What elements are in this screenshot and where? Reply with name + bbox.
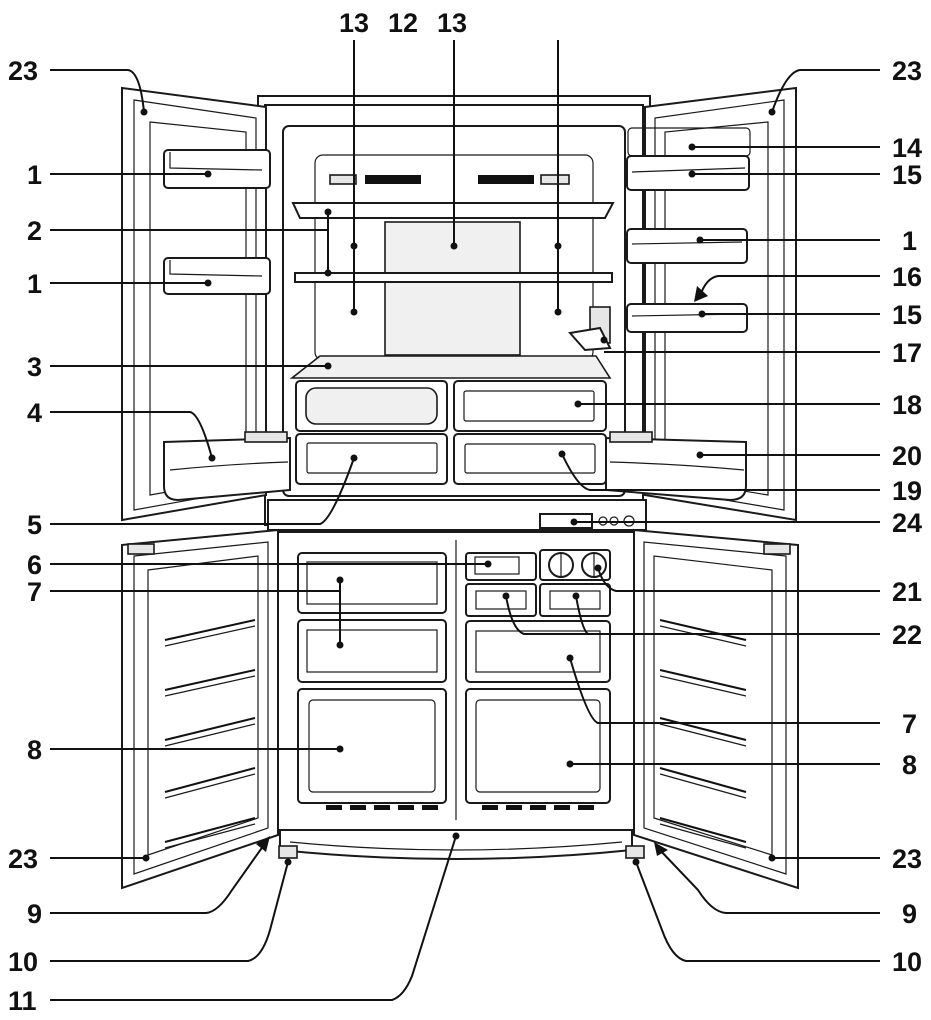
- callout-2: 2: [27, 216, 42, 246]
- callout-3: 3: [27, 352, 42, 382]
- callout-23-top-left: 23: [8, 56, 38, 86]
- left-door-bin-2: [163, 257, 271, 295]
- callout-15-top: 15: [892, 160, 922, 190]
- callout-1-left-bottom: 1: [27, 269, 42, 299]
- drawer-lower-right: [453, 433, 607, 485]
- callout-16: 16: [892, 262, 922, 292]
- freezer-right-bin: [465, 688, 611, 804]
- callout-19: 19: [892, 476, 922, 506]
- foot-right: [625, 845, 645, 859]
- drawer-upper-right: [453, 380, 607, 432]
- center-column: [384, 221, 521, 356]
- callout-10-left: 10: [8, 947, 38, 977]
- foot-left: [278, 845, 298, 859]
- callout-4: 4: [27, 398, 42, 428]
- callout-5: 5: [27, 510, 42, 540]
- freezer-left-drawer-2-window: [306, 629, 438, 673]
- freezer-left-drawer-2: [297, 619, 447, 683]
- ice-bin-window: [474, 556, 520, 575]
- callout-7-right: 7: [902, 709, 917, 739]
- right-door-bin-large: [605, 436, 747, 502]
- freezer-right-drawer: [465, 620, 611, 683]
- leader-dots: [140, 108, 776, 866]
- freezer-right-bin-inner: [475, 699, 601, 793]
- callout-9-right: 9: [902, 899, 917, 929]
- leader-lines: [50, 40, 880, 1001]
- callout-8-left: 8: [27, 735, 42, 765]
- ice-tray-left: [465, 583, 537, 617]
- right-door-bin-2: [626, 228, 748, 264]
- left-door-bin-large: [163, 436, 291, 502]
- callout-labels: 13 12 13 23 23 1 14 15 2 1 1 16 15 17 3 …: [8, 8, 922, 1016]
- callout-1-right: 1: [902, 226, 917, 256]
- drawer-lower-left-window: [306, 442, 438, 474]
- drawer-upper-right-window: [463, 390, 595, 422]
- right-lower-door: [633, 528, 799, 890]
- freezer-left-drawer-1: [297, 552, 447, 614]
- callout-1-left-top: 1: [27, 160, 42, 190]
- base-grille: [279, 829, 633, 860]
- callout-21: 21: [892, 577, 922, 607]
- callout-23-bottom-right: 23: [892, 844, 922, 874]
- callout-15-bottom: 15: [892, 300, 922, 330]
- drawer-lower-left: [295, 433, 448, 485]
- cabinet: [257, 95, 651, 531]
- callout-12: 12: [388, 8, 418, 38]
- callout-11: 11: [8, 986, 37, 1016]
- freezer-right-drawer-window: [475, 630, 601, 673]
- vent-right-large: [478, 175, 534, 184]
- ice-maker-tray: [568, 326, 612, 352]
- callout-24: 24: [892, 508, 922, 538]
- callout-7-left: 7: [27, 577, 42, 607]
- right-door-bin-3: [626, 303, 748, 333]
- drawer-lower-right-window: [464, 443, 596, 474]
- callout-20: 20: [892, 441, 922, 471]
- callout-22: 22: [892, 620, 922, 650]
- bottom-shelf: [289, 355, 612, 379]
- callout-10-right: 10: [892, 947, 922, 977]
- callout-18: 18: [892, 390, 922, 420]
- callout-17: 17: [892, 338, 922, 368]
- right-upper-door: [605, 86, 797, 522]
- freezer-left-drawer-1-window: [306, 561, 438, 605]
- left-lower-door: [121, 528, 279, 890]
- vent-left-small: [329, 174, 357, 185]
- middle-shelf: [294, 272, 613, 283]
- callout-8-right: 8: [902, 750, 917, 780]
- floor-slots: [326, 805, 594, 810]
- callout-23-bottom-left: 23: [8, 844, 38, 874]
- vent-left-large: [365, 175, 421, 184]
- callout-13-right: 13: [437, 8, 467, 38]
- left-upper-door: [121, 86, 291, 522]
- freezer-left-bin-inner: [308, 699, 436, 793]
- vent-right-small: [540, 174, 570, 185]
- callout-14: 14: [892, 133, 922, 163]
- callout-6: 6: [27, 550, 42, 580]
- right-lower-door-ribs: [659, 619, 747, 849]
- callout-23-top-right: 23: [892, 56, 922, 86]
- ice-tray-right: [539, 583, 611, 617]
- left-lower-door-ribs: [164, 619, 256, 849]
- freezer-left-bin: [297, 688, 447, 804]
- drawer-upper-left-window: [305, 387, 438, 425]
- callout-13-left: 13: [339, 8, 369, 38]
- callout-9-left: 9: [27, 899, 42, 929]
- freezer: [275, 531, 645, 860]
